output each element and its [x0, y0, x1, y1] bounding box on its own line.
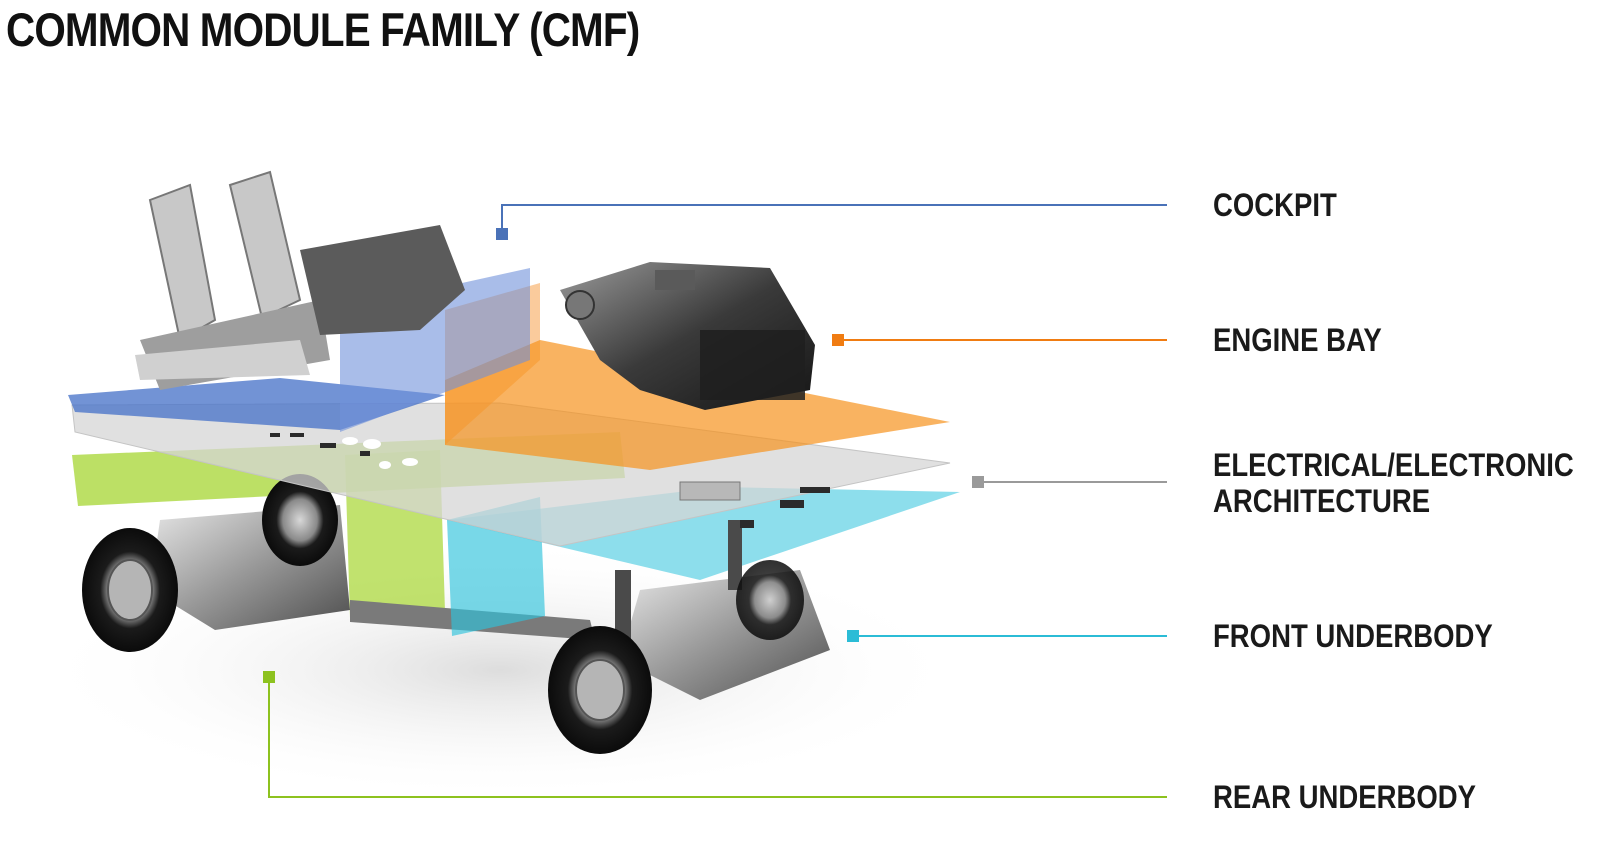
engine-bay-label: ENGINE BAY	[1213, 322, 1382, 358]
rear-wheel-left	[82, 528, 178, 652]
cockpit-module	[68, 170, 530, 432]
ee-architecture-label-line1: ELECTRICAL/ELECTRONIC	[1213, 447, 1574, 483]
front-wheel-right	[736, 560, 804, 640]
front-suspension-strut-rear	[728, 520, 742, 590]
front-underbody-label: FRONT UNDERBODY	[1213, 618, 1493, 654]
ee-architecture-label: ELECTRICAL/ELECTRONIC ARCHITECTURE	[1213, 447, 1574, 519]
ee-connector-circles	[342, 437, 418, 469]
ee-control-unit	[679, 481, 741, 501]
ee-architecture-marker	[972, 476, 984, 488]
rear-underbody-leader-line	[268, 677, 1167, 798]
rear-underbody-label: REAR UNDERBODY	[1213, 779, 1476, 815]
cockpit-label: COCKPIT	[1213, 187, 1337, 223]
ee-component-blocks	[270, 433, 830, 528]
ee-architecture-label-line2: ARCHITECTURE	[1213, 483, 1431, 519]
cockpit-seats-and-dashboard	[135, 170, 465, 390]
page-title: COMMON MODULE FAMILY (CMF)	[6, 3, 640, 56]
front-wheel-left	[548, 626, 652, 754]
front-suspension-strut	[615, 570, 631, 650]
front-underbody-marker	[847, 630, 859, 642]
cockpit-leader-line	[501, 204, 1167, 234]
rear-wheel-right	[262, 474, 338, 566]
engine-block	[560, 262, 815, 410]
leader-lines	[268, 204, 1167, 798]
cockpit-marker	[496, 228, 508, 240]
engine-bay-marker	[832, 334, 844, 346]
rear-underbody-marker	[263, 671, 275, 683]
leader-markers	[263, 228, 984, 683]
